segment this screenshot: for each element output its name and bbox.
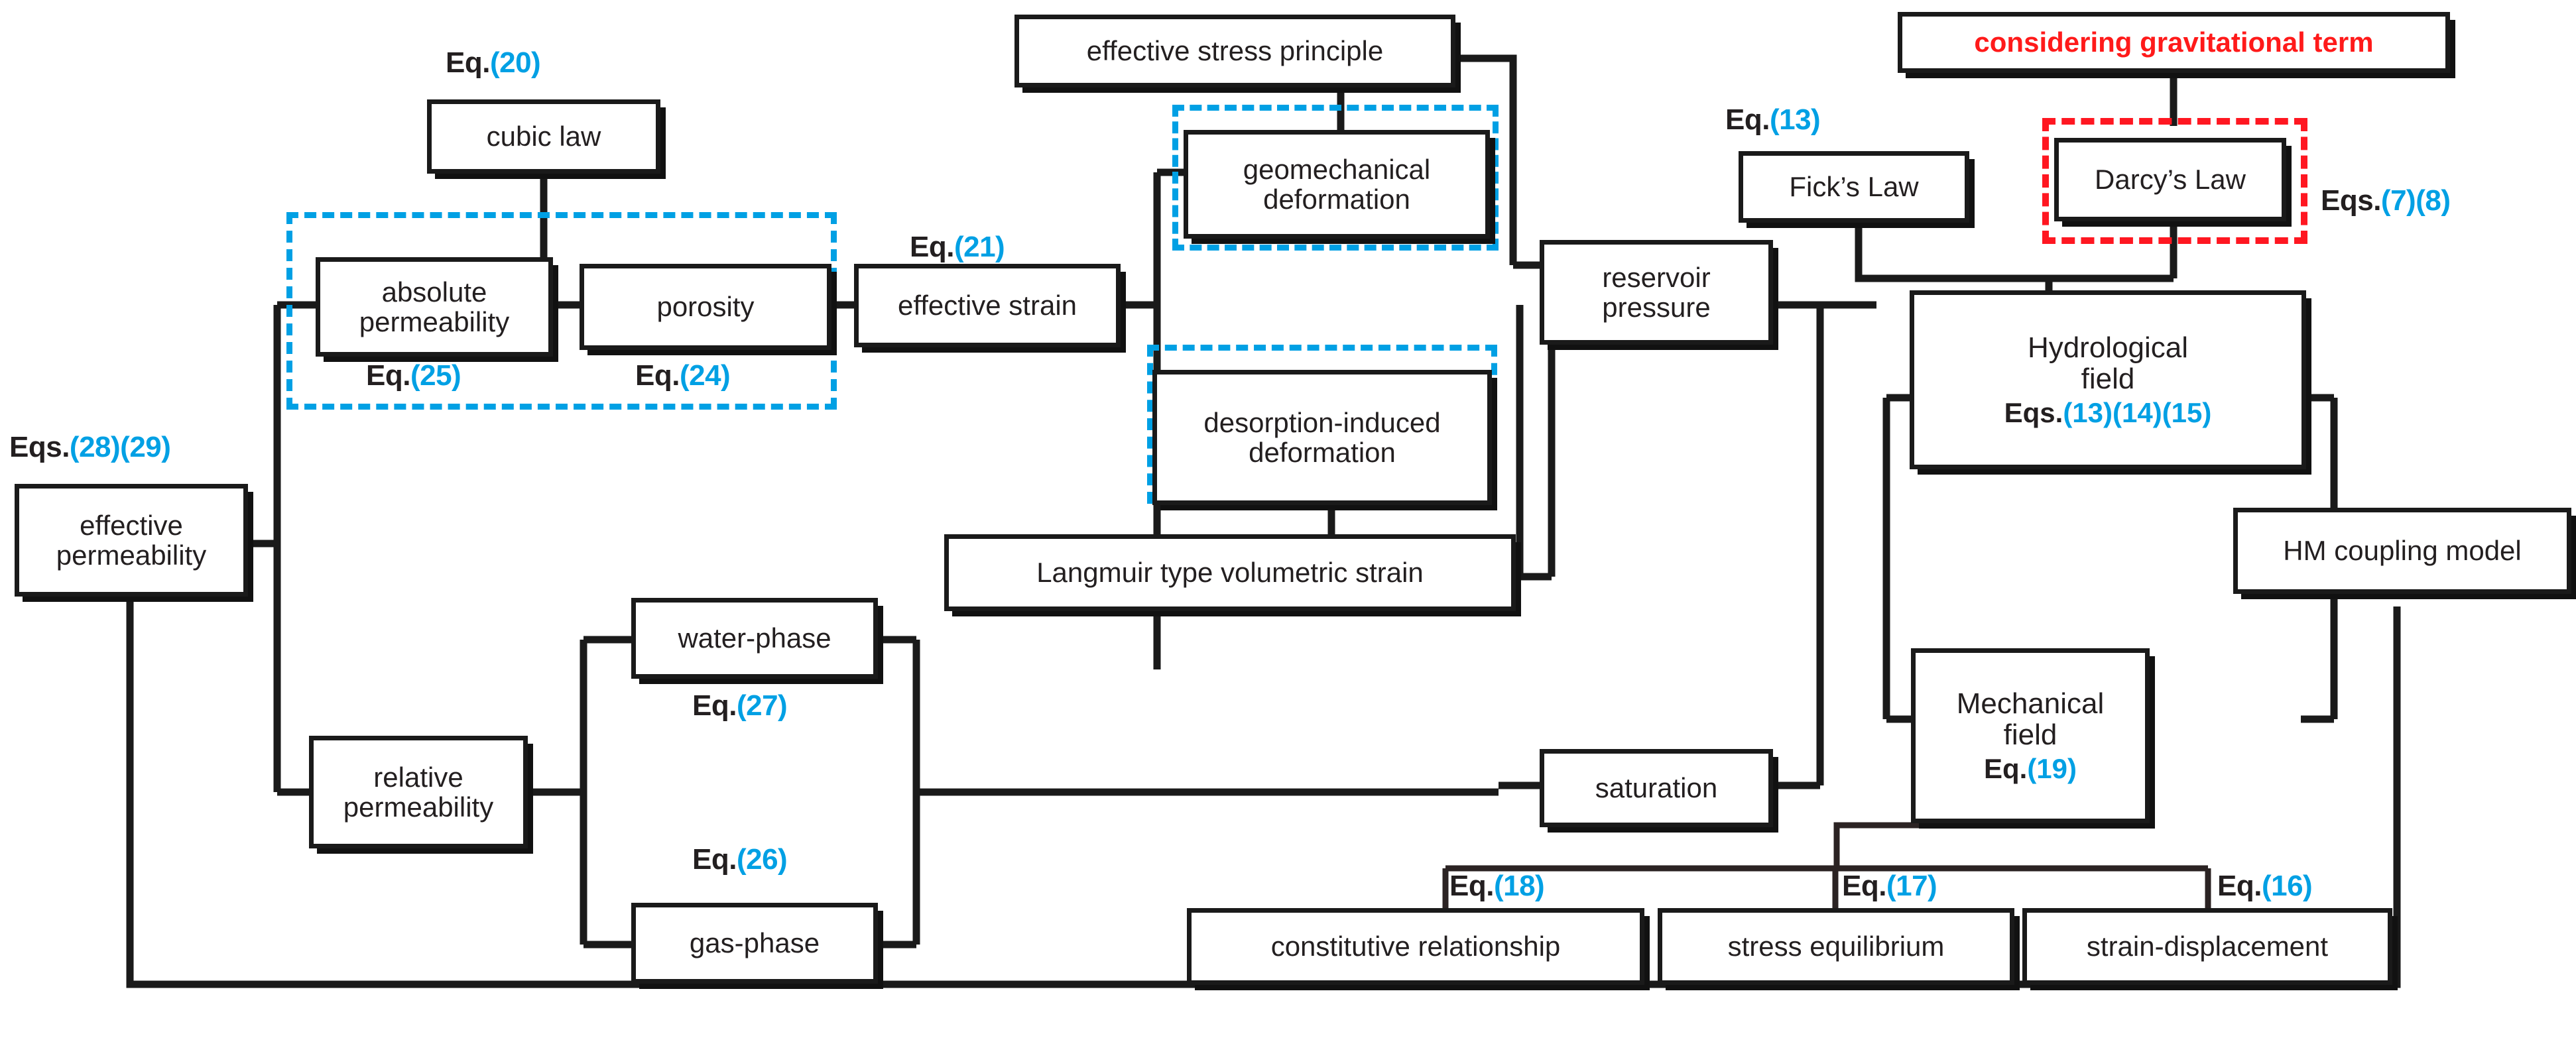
equation-label-eq24: Eq.(24) xyxy=(635,359,731,392)
equation-label-eq25: Eq.(25) xyxy=(366,359,461,392)
equation-label-eq2829: Eqs.(28)(29) xyxy=(9,431,171,464)
equation-label-eq20: Eq.(20) xyxy=(446,46,541,80)
inner-equation-numbers: (19) xyxy=(2027,752,2077,784)
equation-prefix: Eq. xyxy=(635,359,680,392)
node-label: cubic law xyxy=(486,121,601,152)
node-label: porosity xyxy=(656,291,755,323)
equation-prefix: Eq. xyxy=(692,689,737,722)
node-cubic-law[interactable]: cubic law xyxy=(427,99,660,174)
equation-label-eq21: Eq.(21) xyxy=(910,231,1005,264)
node-label: water-phase xyxy=(678,622,831,654)
node-constitutive-relationship[interactable]: constitutive relationship xyxy=(1187,908,1644,985)
node-gas-phase[interactable]: gas-phase xyxy=(631,903,878,984)
equation-prefix: Eq. xyxy=(692,843,737,876)
node-label: Langmuir type volumetric strain xyxy=(1036,557,1424,589)
node-label: reservoir pressure xyxy=(1602,261,1711,323)
equation-numbers: (24) xyxy=(679,359,731,392)
node-hydrological-field[interactable]: Hydrological field Eqs.(13)(14)(15) xyxy=(1910,290,2306,469)
node-label: desorption-induced deformation xyxy=(1203,406,1441,468)
equation-prefix: Eq. xyxy=(446,46,490,79)
node-mechanical-field[interactable]: Mechanical field Eq.(19) xyxy=(1911,648,2150,823)
node-considering-gravitational-term[interactable]: considering gravitational term xyxy=(1898,12,2450,73)
node-label: Mechanical field xyxy=(1956,687,2105,752)
equation-prefix: Eq. xyxy=(366,359,410,392)
node-strain-displacement[interactable]: strain-displacement xyxy=(2022,908,2392,985)
equation-prefix: Eq. xyxy=(1725,103,1770,136)
inner-equation-prefix: Eqs. xyxy=(2004,396,2063,428)
equation-numbers: (16) xyxy=(2261,870,2313,902)
node-absolute-permeability[interactable]: absolute permeability xyxy=(316,257,553,357)
equation-numbers: (18) xyxy=(1493,870,1545,902)
equation-label-eq18: Eq.(18) xyxy=(1449,870,1545,903)
node-label: Fick’s Law xyxy=(1789,171,1919,203)
equation-prefix: Eqs. xyxy=(9,431,70,463)
equation-numbers: (7)(8) xyxy=(2380,184,2451,217)
node-label: effective stress principle xyxy=(1086,35,1384,67)
node-label: geomechanical deformation xyxy=(1243,153,1431,215)
node-label: constitutive relationship xyxy=(1270,931,1561,962)
equation-label-eq16: Eq.(16) xyxy=(2217,870,2313,903)
equation-prefix: Eqs. xyxy=(2321,184,2381,217)
inner-equation-mechanical-field: Eq.(19) xyxy=(1984,754,2077,783)
dashed-group-permeability-porosity xyxy=(286,212,837,410)
node-label: HM coupling model xyxy=(2283,535,2522,567)
node-label: saturation xyxy=(1595,772,1718,804)
node-effective-stress-principle[interactable]: effective stress principle xyxy=(1014,15,1455,87)
node-langmuir-type-volumetric-strain[interactable]: Langmuir type volumetric strain xyxy=(944,534,1516,611)
dashed-group-darcys-law xyxy=(2042,118,2307,244)
node-stress-equilibrium[interactable]: stress equilibrium xyxy=(1658,908,2014,985)
dashed-group-geomechanical-deformation xyxy=(1172,105,1499,251)
inner-equation-prefix: Eq. xyxy=(1983,752,2028,784)
equation-numbers: (21) xyxy=(953,231,1005,263)
node-label: Darcy’s Law xyxy=(2095,164,2246,196)
node-effective-strain[interactable]: effective strain xyxy=(854,264,1121,347)
node-desorption-induced-deformation[interactable]: desorption-induced deformation xyxy=(1152,370,1492,505)
equation-label-eq26: Eq.(26) xyxy=(692,843,788,876)
node-label: effective permeability xyxy=(56,509,207,571)
equation-numbers: (20) xyxy=(489,46,541,79)
equation-label-eq13: Eq.(13) xyxy=(1725,103,1821,137)
node-effective-permeability[interactable]: effective permeability xyxy=(15,484,248,597)
node-label: strain-displacement xyxy=(2086,931,2329,962)
node-reservoir-pressure[interactable]: reservoir pressure xyxy=(1540,240,1773,345)
node-label: relative permeability xyxy=(343,761,494,823)
node-label: Hydrological field xyxy=(2027,331,2189,396)
node-ficks-law[interactable]: Fick’s Law xyxy=(1739,151,1969,223)
node-saturation[interactable]: saturation xyxy=(1540,749,1773,827)
equation-prefix: Eq. xyxy=(2217,870,2262,902)
equation-numbers: (27) xyxy=(736,689,788,722)
node-label: considering gravitational term xyxy=(1974,27,2374,58)
equation-numbers: (13) xyxy=(1769,103,1821,136)
node-darcys-law[interactable]: Darcy’s Law xyxy=(2054,138,2286,221)
equation-numbers: (17) xyxy=(1886,870,1937,902)
node-water-phase[interactable]: water-phase xyxy=(631,598,878,679)
equation-label-eq17: Eq.(17) xyxy=(1842,870,1937,903)
equation-prefix: Eq. xyxy=(1842,870,1886,902)
node-label: effective strain xyxy=(897,290,1077,321)
equation-numbers: (28)(29) xyxy=(69,431,171,463)
equation-numbers: (26) xyxy=(736,843,788,876)
equation-numbers: (25) xyxy=(410,359,461,392)
node-label: absolute permeability xyxy=(359,276,510,337)
node-porosity[interactable]: porosity xyxy=(580,264,831,350)
inner-equation-numbers: (13)(14)(15) xyxy=(2063,396,2212,428)
inner-equation-hydrological-field: Eqs.(13)(14)(15) xyxy=(2004,398,2212,428)
node-geomechanical-deformation[interactable]: geomechanical deformation xyxy=(1184,130,1490,239)
equation-label-eq27: Eq.(27) xyxy=(692,689,788,722)
node-hm-coupling-model[interactable]: HM coupling model xyxy=(2233,508,2571,594)
equation-prefix: Eq. xyxy=(1449,870,1494,902)
equation-label-eq78: Eqs.(7)(8) xyxy=(2321,184,2451,217)
equation-prefix: Eq. xyxy=(910,231,954,263)
node-relative-permeability[interactable]: relative permeability xyxy=(309,736,528,848)
node-label: gas-phase xyxy=(689,927,820,959)
node-label: stress equilibrium xyxy=(1727,931,1945,962)
